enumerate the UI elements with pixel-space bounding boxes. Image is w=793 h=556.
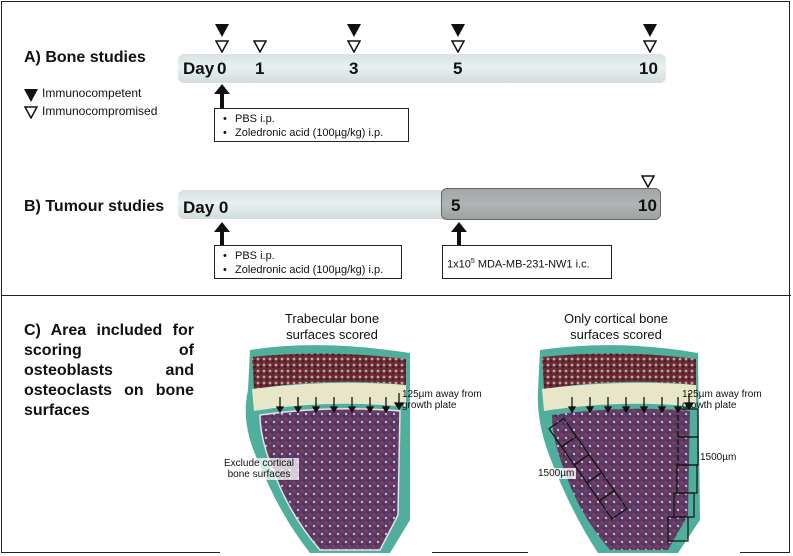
bone-day-0: 0 [217,59,227,78]
dimension-label-left: 1500µm [536,468,577,479]
tumour-phase-bar [441,188,661,220]
tumour-day-0: Day 0 [183,198,229,217]
bone-day-label: Day [183,59,215,78]
bone-day-3: 3 [349,59,359,78]
right-panel-caption: Only cortical bone surfaces scored [563,311,669,342]
bone-day-10: 10 [639,59,658,78]
section-c-title: C) Area included for scoring of osteobla… [24,322,194,419]
left-panel-caption: Trabecular bone surfaces scored [284,311,380,342]
immunocompromised-marker [215,40,229,53]
bone-timeline-bar [178,54,666,83]
immunocompetent-marker [451,24,465,37]
trabecular-histology-image [220,345,432,553]
immunocompetent-marker [643,24,657,37]
section-divider [1,295,791,296]
immunocompromised-marker [641,175,655,188]
bone-day-1: 1 [255,59,265,78]
bone-day-5: 5 [453,59,463,78]
left-growth-plate-note: 125µm away from growth plate [402,389,482,411]
right-growth-plate-note: 125µm away from growth plate [682,389,762,411]
treatment-item: Zoledronic acid (100µg/kg) i.p. [223,126,404,140]
immunocompetent-marker [347,24,361,37]
tumour-treatment-box: PBS i.p. Zoledronic acid (100µg/kg) i.p. [214,245,402,279]
tumour-timeline-bar [178,190,448,219]
cell-line-label: MDA-MB-231-NW1 i.c. [474,258,590,271]
treatment-arrow-icon [214,222,230,246]
treatment-item: Zoledronic acid (100µg/kg) i.p. [223,263,397,277]
bone-treatment-box: PBS i.p. Zoledronic acid (100µg/kg) i.p. [214,108,409,142]
cell-count-exponent: 5 [470,258,475,265]
section-b-title: B) Tumour studies [24,198,165,215]
injection-arrow-icon [451,222,467,246]
legend-immunocompetent: Immunocompetent [42,86,142,100]
section-a-title: A) Bone studies [24,49,146,66]
exclude-cortical-note: Exclude cortical bone surfaces [219,458,299,480]
tumour-day-5: 5 [451,196,461,215]
immunocompromised-marker [347,40,361,53]
treatment-item: PBS i.p. [223,112,404,126]
immunocompetent-marker [215,24,229,37]
legend-immunocompromised: Immunocompromised [42,104,158,118]
immunocompromised-marker [253,40,267,53]
immunocompromised-marker [451,40,465,53]
dimension-label-right: 1500µm [700,452,737,463]
treatment-item: PBS i.p. [223,249,397,263]
cortical-histology-image [528,345,740,553]
legend-open-triangle-icon [24,106,38,119]
tumour-injection-box: 1x105 MDA-MB-231-NW1 i.c. [442,245,612,279]
tumour-day-10: 10 [638,196,657,215]
cell-count-base: 1x10 [447,258,471,271]
immunocompromised-marker [643,40,657,53]
treatment-arrow-icon [214,84,230,110]
legend-filled-triangle-icon [24,89,38,102]
